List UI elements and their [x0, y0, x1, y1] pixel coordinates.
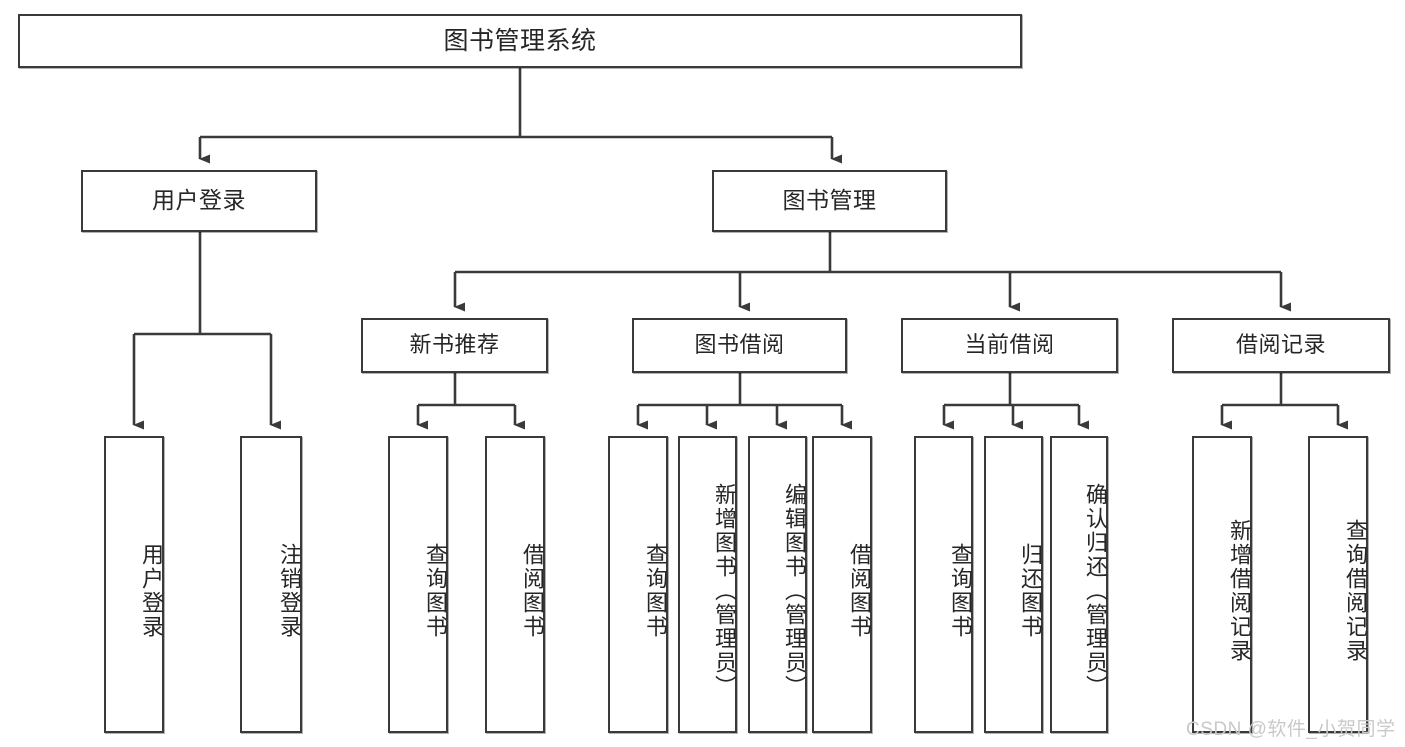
leaf-node-label: 新增借阅记录 [1227, 518, 1252, 663]
node-user-login[interactable]: 用户登录 [81, 170, 317, 232]
leaf-node[interactable]: 编辑图书（管理员） [748, 436, 807, 733]
node-new-book-recommend[interactable]: 新书推荐 [361, 318, 548, 373]
leaf-node[interactable]: 注销登录 [240, 436, 302, 733]
node-current-borrow[interactable]: 当前借阅 [901, 318, 1118, 373]
leaf-node-label: 新增图书（管理员） [712, 482, 737, 699]
leaf-node-label: 确认归还（管理员） [1083, 482, 1108, 699]
node-borrow-records-label: 借阅记录 [1235, 332, 1326, 358]
leaf-node[interactable]: 归还图书 [984, 436, 1043, 733]
leaf-node-label: 编辑图书（管理员） [782, 482, 807, 699]
node-borrow-records[interactable]: 借阅记录 [1172, 318, 1390, 373]
leaf-node-label: 归还图书 [1018, 542, 1043, 639]
leaf-node[interactable]: 查询图书 [388, 436, 448, 733]
leaf-node-label: 查询图书 [643, 542, 668, 639]
watermark-text: CSDN @软件_小贺同学 [1186, 719, 1396, 740]
leaf-node-label: 查询借阅记录 [1343, 518, 1368, 663]
node-book-borrow-label: 图书借阅 [694, 332, 785, 358]
leaf-node[interactable]: 查询借阅记录 [1308, 436, 1368, 733]
leaf-node-label: 查询图书 [423, 542, 448, 639]
leaf-node-label: 借阅图书 [520, 542, 545, 639]
node-book-borrow[interactable]: 图书借阅 [632, 318, 847, 373]
leaf-node[interactable]: 查询图书 [914, 436, 973, 733]
leaf-node-label: 用户登录 [139, 542, 164, 639]
leaf-node[interactable]: 用户登录 [104, 436, 164, 733]
leaf-node[interactable]: 确认归还（管理员） [1050, 436, 1108, 733]
node-root-system[interactable]: 图书管理系统 [18, 14, 1022, 68]
leaf-node[interactable]: 借阅图书 [812, 436, 872, 733]
node-user-login-label: 用户登录 [152, 187, 246, 214]
node-new-book-recommend-label: 新书推荐 [409, 332, 500, 358]
node-root-label: 图书管理系统 [443, 27, 597, 55]
leaf-node[interactable]: 借阅图书 [485, 436, 545, 733]
leaf-node-label: 查询图书 [948, 542, 973, 639]
leaf-node-label: 注销登录 [277, 542, 302, 639]
leaf-node-label: 借阅图书 [847, 542, 872, 639]
leaf-node[interactable]: 新增图书（管理员） [678, 436, 737, 733]
leaf-node[interactable]: 查询图书 [608, 436, 668, 733]
node-book-management-label: 图书管理 [782, 187, 877, 214]
leaf-node[interactable]: 新增借阅记录 [1192, 436, 1252, 733]
node-book-management[interactable]: 图书管理 [712, 170, 947, 232]
node-current-borrow-label: 当前借阅 [964, 332, 1055, 358]
